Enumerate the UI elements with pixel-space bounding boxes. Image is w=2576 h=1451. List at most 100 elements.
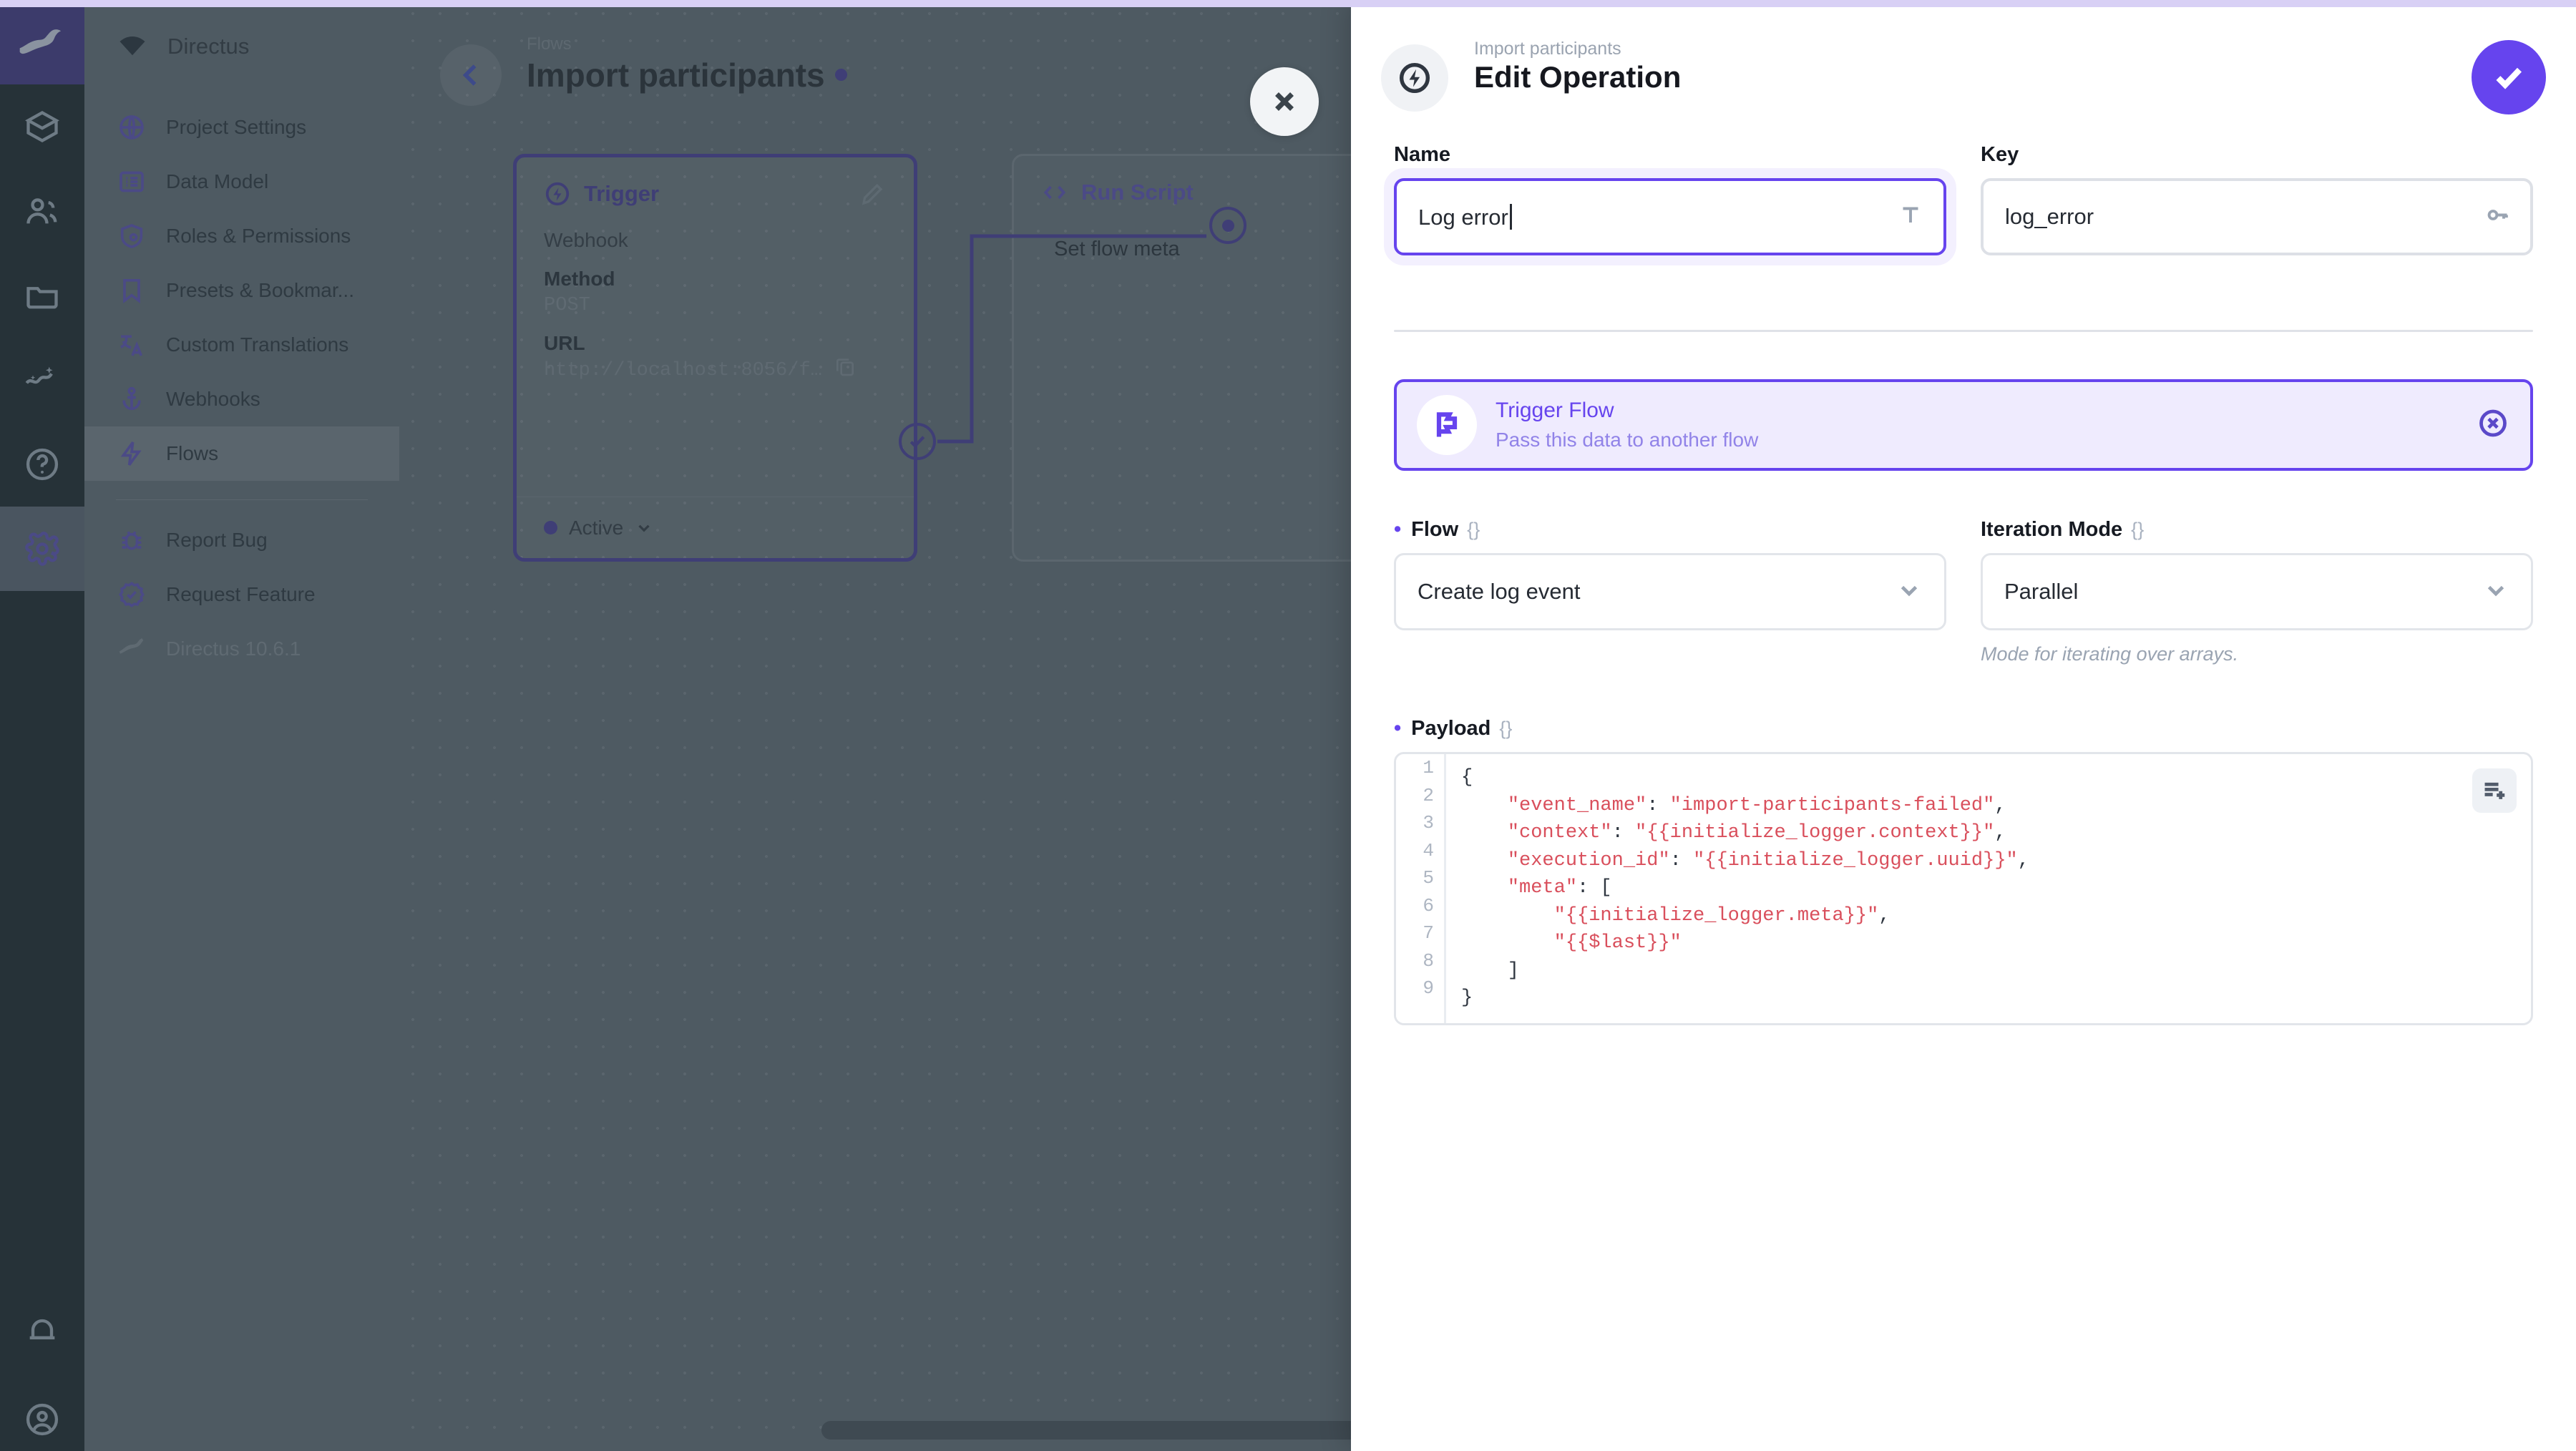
sidebar-item-report-bug[interactable]: Report Bug [84,513,399,567]
name-input[interactable]: Log error [1394,178,1946,255]
connector-success-handle-1[interactable] [899,423,936,460]
insert-lines-icon[interactable] [2472,768,2517,813]
flow-status-dot [834,69,847,81]
sidebar-item-label: Project Settings [166,116,307,138]
sidebar-item-label: Presets & Bookmar... [166,279,354,301]
module-item-users[interactable] [0,169,84,253]
sidebar-item-webhooks[interactable]: Webhooks [84,372,399,426]
sidebar-item-project-settings[interactable]: Project Settings [84,100,399,155]
directus-rabbit-logo[interactable] [0,0,84,84]
node-url-label: URL [544,332,585,354]
braces-icon: {} [1499,718,1513,739]
badge-check-icon [116,579,147,610]
sidebar-item-label: Report Bug [166,529,268,551]
text-format-icon [1898,202,1923,232]
flow-select[interactable]: Create log event [1394,553,1946,630]
key-icon [2484,202,2510,232]
close-button[interactable] [1250,67,1319,136]
name-key-row: Name Log error Key log_error [1394,143,2533,255]
module-item-help[interactable] [0,422,84,507]
flow-title-text: Import participants [527,57,825,94]
braces-icon: {} [1467,519,1480,540]
list-box-icon [116,166,147,197]
module-item-settings[interactable] [0,507,84,591]
directus-rabbit-logo [116,633,147,665]
anchor-icon [116,383,147,415]
connector-input-handle-1[interactable] [1209,207,1246,244]
key-input-value: log_error [2005,204,2094,229]
node-status-row[interactable]: Active [517,497,914,558]
iteration-hint: Mode for iterating over arrays. [1981,643,2239,665]
iteration-select[interactable]: Parallel [1981,553,2533,630]
required-indicator: • [1394,717,1402,740]
operation-card-title: Trigger Flow [1496,399,1614,422]
close-circle-icon[interactable] [2477,408,2509,443]
settings-nav-list: Project Settings Data Model Roles & Perm… [84,100,399,676]
module-item-files[interactable] [0,253,84,338]
bolt-circle-icon [544,180,571,207]
project-name: Directus [167,34,250,59]
public-globe-icon [116,112,147,143]
settings-sidebar: Directus Project Settings Data Model Rol… [84,0,399,1451]
sidebar-item-request-feature[interactable]: Request Feature [84,567,399,622]
node-method-label: Method [544,268,615,290]
status-badge: Active [569,516,624,539]
breadcrumb[interactable]: Flows [527,34,572,54]
node-trigger-type: Webhook [544,229,628,251]
flow-node-trigger[interactable]: Trigger Webhook Method POST URL http://l… [513,154,917,562]
loading-progress-bar [0,0,2576,7]
chevron-down-icon [1896,577,1923,607]
translate-icon [116,329,147,361]
back-button[interactable] [440,44,502,106]
module-item-insights[interactable] [0,338,84,422]
sidebar-item-presets-bookmarks[interactable]: Presets & Bookmar... [84,263,399,318]
name-input-value: Log error [1418,204,1512,230]
sidebar-item-roles-permissions[interactable]: Roles & Permissions [84,209,399,263]
sidebar-item-data-model[interactable]: Data Model [84,155,399,209]
key-input[interactable]: log_error [1981,178,2533,255]
name-field-group: Name Log error [1394,143,1946,255]
module-item-notifications[interactable] [0,1288,84,1372]
drawer-header: Import participants Edit Operation [1351,29,2576,136]
edit-pencil-icon[interactable] [859,182,887,209]
node-type-label: Run Script [1081,180,1194,205]
node-label: Set flow meta [1054,238,1180,260]
drawer-body: Name Log error Key log_error [1351,143,2576,1451]
flow-label: • Flow {} [1394,518,1946,542]
sidebar-version-label: Directus 10.6.1 [166,637,301,660]
canvas-header: Flows Import participants [399,29,2576,136]
sidebar-item-custom-translations[interactable]: Custom Translations [84,318,399,372]
module-rail [0,0,84,1451]
bookmark-icon [116,275,147,306]
flow-iteration-row: • Flow {} Create log event Iteration Mod… [1394,518,2533,665]
project-header[interactable]: Directus [84,7,399,86]
iteration-select-value: Parallel [2004,579,2079,604]
directus-mark-icon [116,30,149,63]
bolt-icon [116,438,147,469]
module-item-account[interactable] [0,1377,84,1451]
iteration-label: Iteration Mode {} [1981,518,2533,542]
shield-user-icon [116,220,147,252]
edit-operation-drawer: Import participants Edit Operation Name … [1351,0,2576,1451]
payload-code-content[interactable]: { "event_name": "import-participants-fai… [1461,767,2029,1009]
operation-card-subtitle: Pass this data to another flow [1496,429,1759,451]
name-label-text: Name [1394,143,1450,166]
sidebar-item-flows[interactable]: Flows [84,426,399,481]
operation-type-card[interactable]: Trigger Flow Pass this data to another f… [1394,379,2533,471]
braces-icon: {} [2131,519,2145,540]
save-button[interactable] [2472,40,2546,114]
bolt-circle-icon [1381,44,1448,112]
flow-field-group: • Flow {} Create log event [1394,518,1946,665]
drawer-breadcrumb: Import participants [1474,39,1621,59]
node-url-value: http://localhost:8056/f… [544,359,822,381]
copy-icon[interactable] [834,355,857,381]
status-dot [544,521,557,534]
payload-label: • Payload {} [1394,717,2533,741]
page-title: Import participants [527,56,847,94]
section-divider [1394,330,2533,332]
code-brackets-icon [1041,179,1068,206]
module-item-content[interactable] [0,84,84,169]
